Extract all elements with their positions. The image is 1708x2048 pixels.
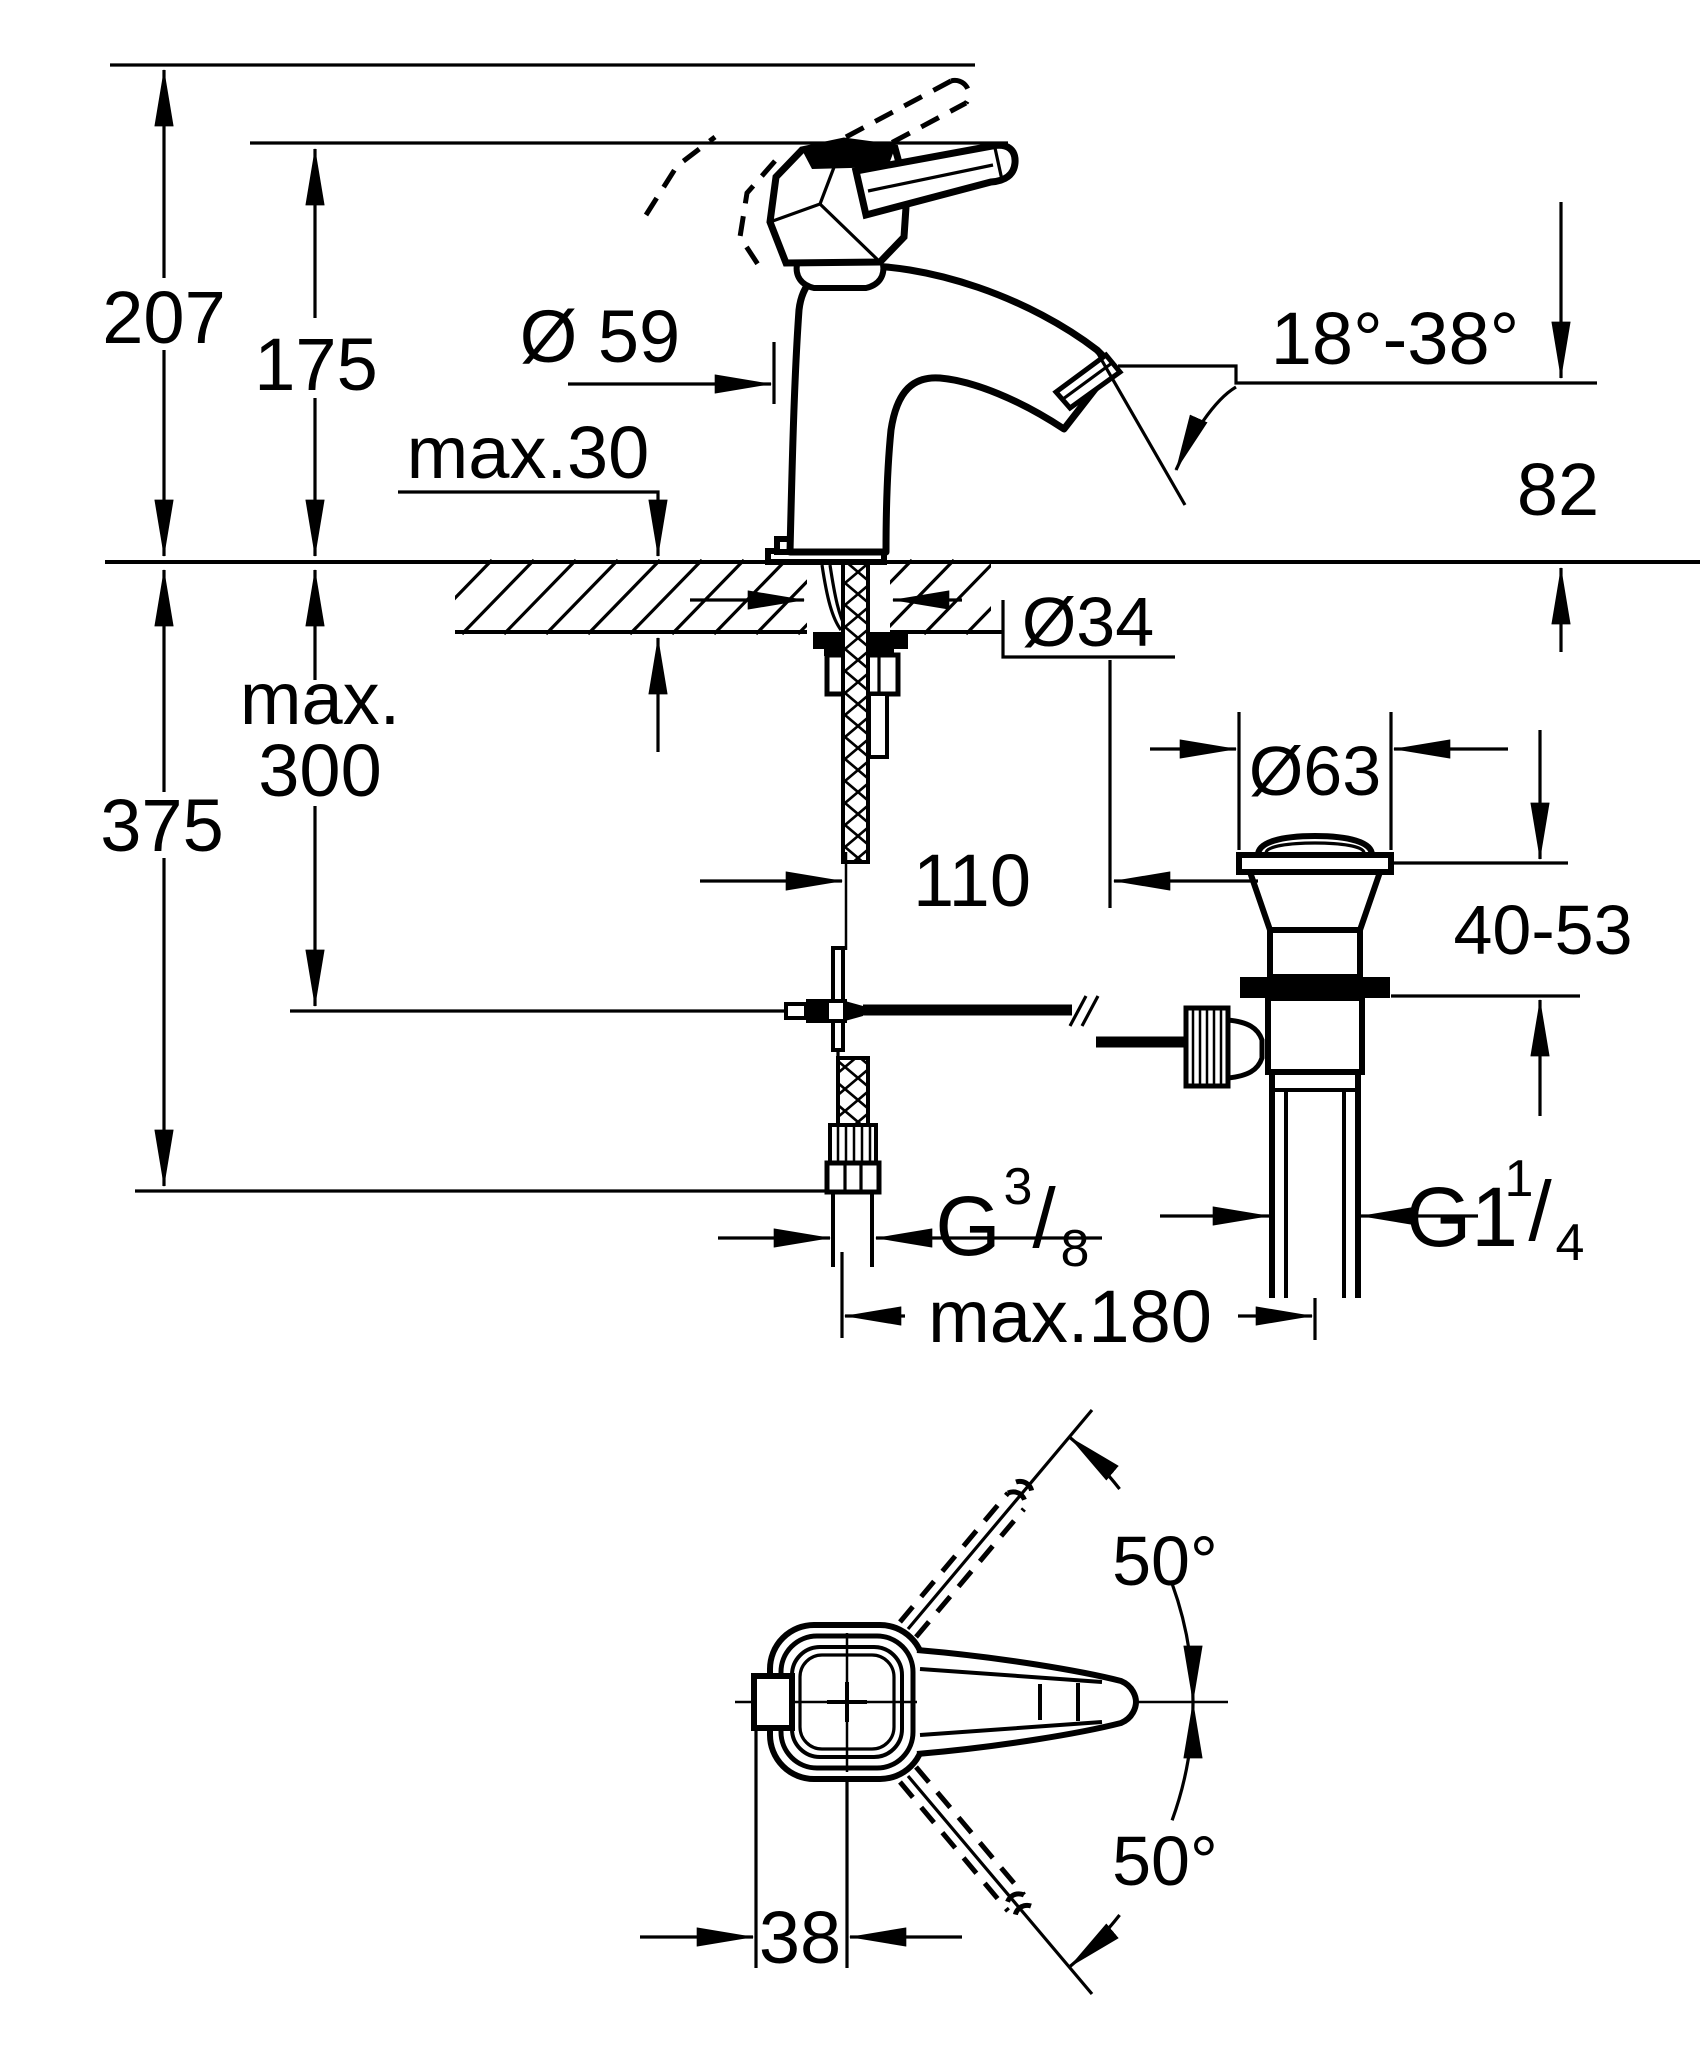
- lever-raised-dashed: [643, 77, 972, 271]
- lever-handle: [851, 141, 1019, 220]
- fitting-ribs: [836, 1125, 872, 1163]
- dimension-207: 207: [102, 63, 975, 558]
- swing-up-arc-a: [1068, 1435, 1121, 1490]
- swing-up-lever: [898, 1491, 1026, 1639]
- dimension-175: 175: [250, 141, 1008, 558]
- escutcheon-top-band: [802, 141, 895, 169]
- dimension-375: 375: [100, 568, 827, 1193]
- g38-slash: /: [1032, 1171, 1056, 1265]
- g114-denominator: 4: [1556, 1214, 1585, 1272]
- countertop-section: [105, 558, 1700, 636]
- outlet-axis-line: [1091, 344, 1187, 506]
- threaded-shank: [841, 561, 870, 864]
- dimension-hole-diameter: Ø34: [690, 583, 1175, 661]
- dim-spout-projection: 110: [913, 839, 1031, 922]
- swing-down-lever: [898, 1765, 1026, 1913]
- dimension-outlet-height: 82: [1517, 448, 1599, 652]
- dimension-max180: max.180: [840, 1252, 1317, 1358]
- center-cross: [827, 1682, 867, 1722]
- rod-clamp-block: [806, 999, 827, 1023]
- popup-waste-assembly: [1183, 832, 1394, 1298]
- handle-top-view: 50° 50° 38: [640, 1408, 1228, 1996]
- lever-topview-details: [919, 1667, 1103, 1737]
- dim-deck-thickness: max.30: [407, 411, 650, 494]
- g114-letter: G1: [1406, 1170, 1518, 1264]
- swing-down-arc-a: [1170, 1700, 1203, 1821]
- escutcheon-facets: [769, 140, 882, 264]
- dim-handle-offset: 38: [759, 1896, 841, 1979]
- dim-supply-length: 375: [100, 784, 223, 867]
- dimension-spout-angle: 18°-38°: [1091, 202, 1597, 506]
- angle-underline: [1118, 364, 1597, 385]
- g38-hex-nut: [824, 1160, 882, 1195]
- rod-clamp-window: [825, 999, 847, 1023]
- swing-up-ray: [906, 1408, 1094, 1631]
- dim-total-height: 207: [102, 276, 225, 359]
- g114-numerator: 1: [1505, 1150, 1534, 1208]
- dimension-g38: G 3 / 8: [718, 1158, 1102, 1278]
- lever-topview: [916, 1647, 1139, 1757]
- dim-swing-up: 50°: [1112, 1522, 1218, 1600]
- supply-tube-end: [831, 1192, 874, 1267]
- knob-knurling: [1191, 1008, 1223, 1086]
- rod-guide-tube: [867, 692, 889, 759]
- waste-cap-inner: [1264, 841, 1366, 854]
- g114-slash: /: [1528, 1164, 1552, 1258]
- waste-lower-body: [1265, 995, 1365, 1075]
- knob-stub: [1225, 1017, 1265, 1081]
- waste-dome-cap: [1254, 832, 1376, 858]
- dimension-g114: G1 1 / 4: [1160, 1150, 1584, 1272]
- dim-spout-angle: 18°-38°: [1271, 297, 1519, 380]
- swing-up-arc-b: [1170, 1583, 1203, 1704]
- g38-letter: G: [935, 1179, 1000, 1273]
- raised-escutcheon-outline: [643, 135, 777, 271]
- dim-outlet-height: 82: [1517, 448, 1599, 531]
- spout-stub-topview: [751, 1673, 795, 1731]
- dim-max-word: max.: [240, 657, 400, 740]
- dim-waste-flange: Ø63: [1249, 732, 1381, 810]
- dim-max-rod-depth: 300: [258, 729, 381, 812]
- waste-tailpipe-outer: [1269, 1072, 1361, 1298]
- dim-body-diameter: Ø 59: [520, 295, 680, 378]
- dim-swing-down: 50°: [1112, 1822, 1218, 1900]
- dimension-110: 110: [700, 660, 1258, 922]
- swing-down-arc-b: [1068, 1914, 1121, 1969]
- dim-rod-horizontal-max: max.180: [928, 1275, 1212, 1358]
- supply-hose-lower: [836, 1056, 870, 1127]
- rod-break-symbol: [1068, 995, 1100, 1027]
- g38-nut-facets: [843, 1163, 863, 1192]
- waste-flange: [1236, 852, 1394, 875]
- dimension-body-diameter: Ø 59: [520, 295, 776, 404]
- hole-label-box: [1001, 600, 1175, 659]
- dim-hole-diameter: Ø34: [1022, 583, 1154, 661]
- dim-tip-height: 175: [254, 323, 377, 406]
- waste-upper-body: [1267, 927, 1363, 980]
- body-collar: [793, 263, 887, 291]
- rod-clamp-stub: [784, 1002, 808, 1020]
- dimension-deck-thickness: max.30: [398, 411, 668, 752]
- escutcheon-ring-inner: [798, 1653, 896, 1751]
- angle-arc-arrow: [1174, 385, 1237, 472]
- waste-tailpipe-inner: [1272, 1088, 1358, 1298]
- aerator-inner-line: [1062, 361, 1113, 401]
- g38-denominator: 8: [1061, 1220, 1090, 1278]
- dimension-waste-range: 40-53: [1391, 730, 1633, 1116]
- g38-numerator: 3: [1004, 1158, 1033, 1216]
- raised-lever-edges: [844, 78, 968, 161]
- faucet-body-spout: [786, 262, 1117, 556]
- dimension-waste-flange: Ø63: [1150, 712, 1508, 850]
- dimension-38: 38: [640, 1730, 962, 1979]
- lever-facets: [867, 147, 1004, 193]
- rod-clamp-cone: [845, 1001, 863, 1021]
- below-deck-assembly: [784, 561, 1188, 1267]
- waste-taper: [1247, 871, 1383, 931]
- faucet-side-view: [643, 77, 1124, 565]
- raised-lever-cap: [950, 77, 972, 105]
- dim-waste-range: 40-53: [1453, 891, 1632, 969]
- dimension-max300: max. 300: [240, 568, 786, 1013]
- swing-down-ray: [906, 1774, 1094, 1996]
- waste-seal-ring: [1240, 977, 1390, 998]
- deck-hatching-left: [455, 558, 807, 636]
